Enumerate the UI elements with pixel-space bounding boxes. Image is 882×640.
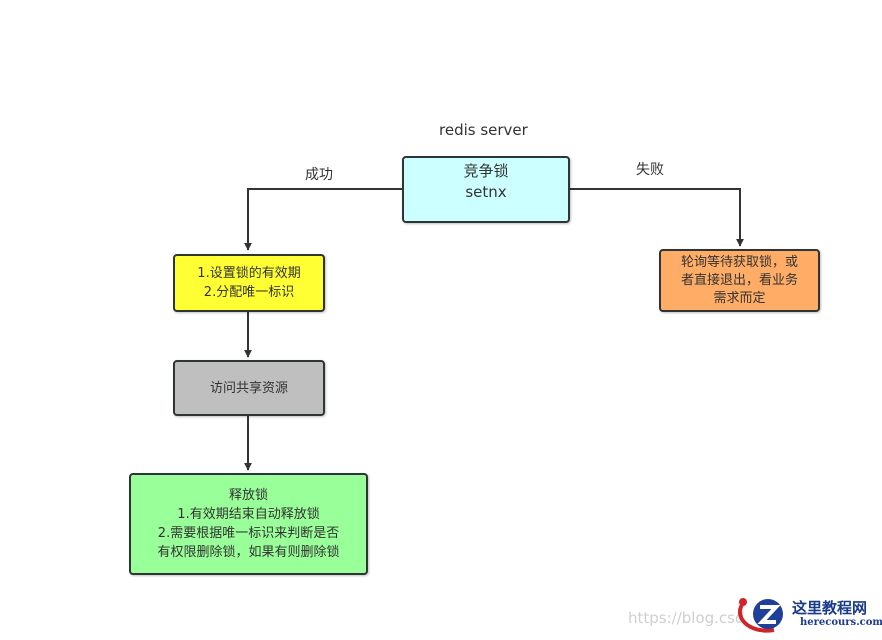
success-label: 成功 [305, 167, 333, 183]
node-line: 者直接退出，看业务 [680, 272, 798, 288]
edge-fail [570, 188, 744, 247]
node-line: 轮询等待获取锁，或 [680, 254, 798, 270]
fail-label: 失败 [636, 162, 664, 178]
node-line: 1.设置锁的有效期 [197, 266, 301, 281]
node-line: 2.分配唯一标识 [203, 285, 295, 300]
node-line: 竞争锁 [463, 162, 509, 180]
logo-emblem-icon [734, 594, 792, 636]
watermark-url: https://blog.csd [628, 609, 745, 627]
node-line: 需求而定 [713, 290, 766, 306]
node-line: 2.需要根据唯一标识来判断是否 [157, 526, 340, 541]
logo-en-text: herecours.com [800, 617, 882, 628]
node-line: 1.有效期结束自动释放锁 [177, 507, 320, 522]
node-line: 访问共享资源 [209, 380, 288, 396]
node-fail-retry: 轮询等待获取锁，或 者直接退出，看业务 需求而定 [659, 249, 820, 312]
node-line: 有权限删除锁，如果有则删除锁 [157, 545, 340, 560]
node-access-resource: 访问共享资源 [173, 360, 325, 416]
edge-success [244, 188, 402, 251]
node-setup-lock: 1.设置锁的有效期 2.分配唯一标识 [173, 254, 325, 312]
logo-cn-text: 这里教程网 [792, 599, 868, 617]
node-line: 释放锁 [228, 488, 268, 503]
server-title: redis server [439, 121, 528, 139]
node-line: setnx [465, 183, 507, 201]
node-release-lock: 释放锁 1.有效期结束自动释放锁 2.需要根据唯一标识来判断是否 有权限删除锁，… [129, 473, 368, 575]
node-compete-lock: 竞争锁 setnx [402, 156, 570, 223]
